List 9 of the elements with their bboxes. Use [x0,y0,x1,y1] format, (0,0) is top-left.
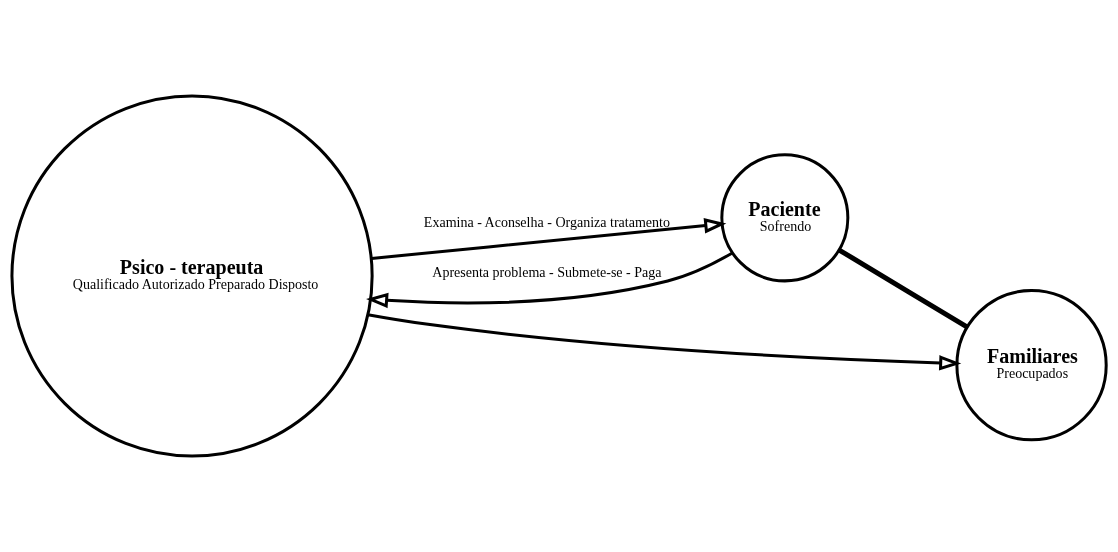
edge-label: Apresenta problema - Submete-se - Paga [432,264,662,281]
node-circle: Familiares Preocupados [955,289,1108,442]
arrow [367,313,962,371]
arrow [366,251,734,309]
node-circle: Paciente Sofrendo [720,153,850,283]
node-circle: Psico - terapeuta Qualificado Autorizado Preparado Disposto [10,94,374,458]
edge-label: Examina - Aconselha - Organiza tratamento [423,214,670,231]
arrow [371,218,727,260]
connector [837,247,969,330]
